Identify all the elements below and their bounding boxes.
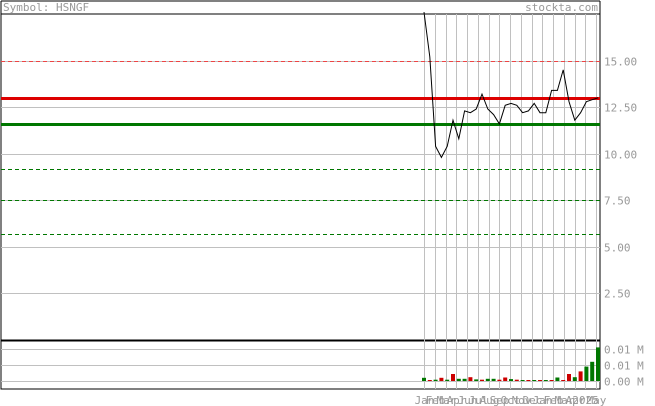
volume-bar bbox=[520, 380, 525, 381]
price-y-tick-label: 5.00 bbox=[604, 242, 631, 255]
x-tick-label: May bbox=[587, 394, 607, 406]
price-series bbox=[423, 12, 599, 159]
volume-bar bbox=[538, 380, 542, 381]
x-tick-label: Mar bbox=[437, 394, 457, 406]
volume-bar bbox=[497, 379, 502, 381]
volume-bar bbox=[572, 377, 577, 381]
x-tick-label: Jan bbox=[533, 394, 553, 406]
price-panel-frame bbox=[0, 13, 601, 341]
x-tick-label: Feb bbox=[544, 394, 564, 406]
volume-bar bbox=[427, 380, 432, 381]
x-tick-label: Apr bbox=[447, 394, 467, 406]
volume-bar bbox=[491, 378, 496, 381]
x-tick-label: Oct bbox=[501, 394, 521, 406]
x-tick-label: Aug bbox=[480, 394, 500, 406]
volume-bar bbox=[468, 377, 473, 381]
volume-bar bbox=[422, 377, 426, 381]
volume-bar bbox=[561, 380, 566, 381]
volume-bar bbox=[480, 379, 484, 381]
volume-bar bbox=[462, 378, 467, 381]
volume-y-tick-label: 0.00 M bbox=[604, 376, 644, 389]
x-tick-label: Mar bbox=[555, 394, 575, 406]
price-y-tick-label: 7.50 bbox=[604, 195, 631, 208]
volume-bar bbox=[445, 379, 450, 381]
volume-bar bbox=[543, 380, 548, 381]
volume-bar bbox=[509, 379, 513, 381]
volume-bar bbox=[590, 361, 595, 381]
x-tick-label: Nov bbox=[512, 394, 532, 406]
volume-y-tick-label: 0.01 M bbox=[604, 344, 644, 357]
brand-label: stockta.com bbox=[525, 1, 598, 14]
x-tick-label: Jul bbox=[469, 394, 489, 406]
volume-bar bbox=[485, 378, 490, 381]
x-tick-label: Sep bbox=[490, 394, 510, 406]
volume-bar bbox=[596, 347, 600, 381]
x-tick-label: Jan bbox=[415, 394, 435, 406]
x-tick-label: Jun bbox=[458, 394, 478, 406]
volume-bars bbox=[422, 347, 600, 381]
volume-bar bbox=[451, 374, 455, 381]
price-y-tick-label: 10.00 bbox=[604, 149, 637, 162]
volume-bar bbox=[578, 371, 583, 381]
volume-bar bbox=[514, 379, 519, 381]
volume-bar bbox=[555, 377, 560, 381]
x-tick-label: 2025 bbox=[572, 394, 599, 406]
volume-bar bbox=[456, 378, 461, 381]
price-y-tick-label: 2.50 bbox=[604, 288, 631, 301]
price-y-tick-label: 12.50 bbox=[604, 102, 637, 115]
volume-bar bbox=[474, 379, 479, 381]
volume-bar bbox=[567, 374, 571, 381]
volume-bar bbox=[526, 380, 531, 381]
volume-bar bbox=[532, 380, 537, 381]
support-resistance-levels bbox=[1, 61, 600, 235]
price-y-tick-label: 15.00 bbox=[604, 56, 637, 69]
volume-bar bbox=[503, 377, 508, 381]
symbol-label: Symbol: HSNGF bbox=[3, 1, 89, 14]
volume-bar bbox=[439, 377, 444, 381]
x-tick-label: Dec bbox=[523, 394, 543, 406]
x-tick-label: Feb bbox=[426, 394, 446, 406]
volume-bar bbox=[584, 366, 589, 381]
axis-labels: 2.50 5.00 7.50 10.00 12.50 15.00 0.00 M 0.01 M 0… bbox=[415, 56, 645, 406]
grid-lines bbox=[1, 14, 600, 389]
volume-y-tick-label: 0.01 M bbox=[604, 360, 644, 373]
volume-bar bbox=[433, 379, 438, 381]
volume-bar bbox=[549, 380, 554, 381]
x-tick-label: Apr bbox=[566, 394, 586, 406]
